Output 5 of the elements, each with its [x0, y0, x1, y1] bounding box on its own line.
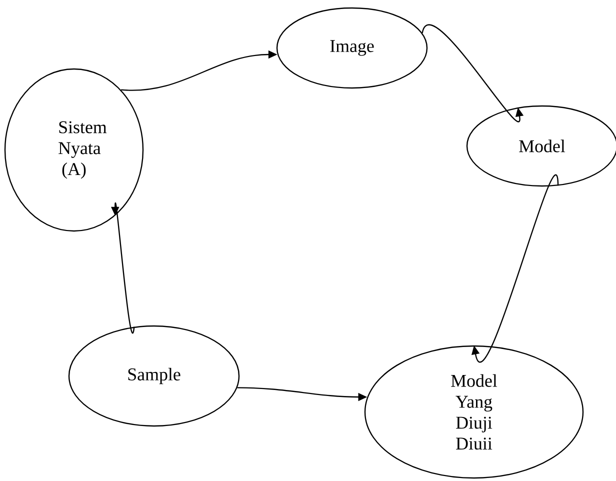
arrow: [471, 175, 559, 362]
ellipse-node: Sample: [68, 325, 240, 427]
ellipse-node: Image: [276, 7, 428, 89]
ellipse-node: Sistem Nyata (A): [4, 68, 144, 232]
ellipse-node: Model Yang Diuji Diuii: [364, 345, 584, 479]
